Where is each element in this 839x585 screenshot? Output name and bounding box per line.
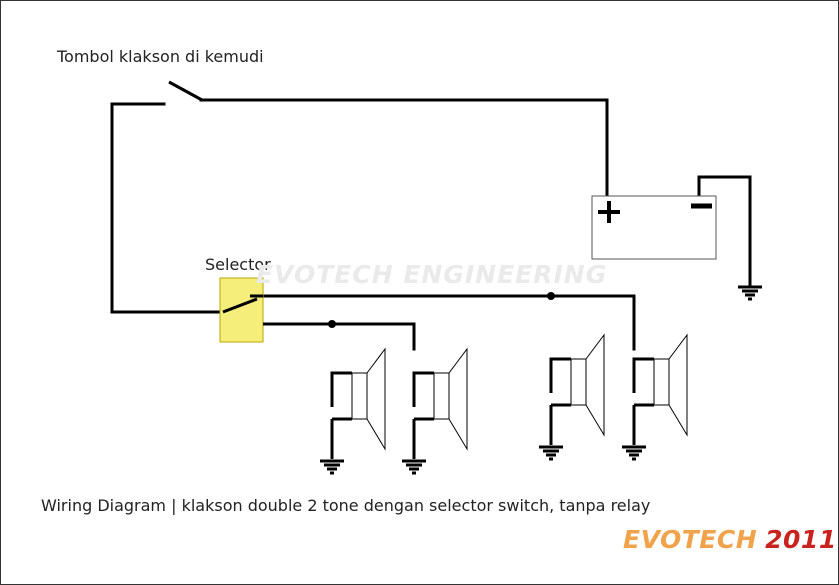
selector-switch: [219, 277, 265, 343]
ground-symbol: [738, 285, 762, 301]
horn-switch-label: Tombol klakson di kemudi: [57, 47, 264, 66]
horn-speaker: [549, 333, 605, 445]
wire-selector-output-b: [261, 322, 416, 351]
wire-horn-switch-to-selector: [110, 102, 225, 314]
selector-label: Selector: [205, 255, 271, 274]
logo-brand: EVOTECH: [623, 525, 758, 554]
horn-speaker: [412, 347, 468, 459]
horn-speaker: [632, 333, 688, 445]
watermark: EVOTECH ENGINEERING: [256, 260, 608, 289]
battery-body: [591, 195, 717, 260]
wire-battery-negative-to-ground: [697, 175, 752, 286]
battery-positive-terminal: [598, 201, 620, 223]
wire-selector-output-a: [260, 294, 636, 351]
junction-dot: [328, 320, 336, 328]
junction-dots: [328, 292, 555, 328]
logo-year: 2011: [765, 525, 837, 554]
ground-symbol: [402, 459, 426, 475]
ground-symbol: [539, 445, 563, 461]
ground-symbol: [320, 459, 344, 475]
wire-horn-switch-to-battery-positive: [199, 98, 609, 198]
battery: [591, 195, 717, 260]
horn-speaker: [330, 347, 386, 459]
horn-switch: [168, 80, 203, 102]
junction-dot: [547, 292, 555, 300]
wires: [110, 98, 752, 351]
selector-blade: [222, 297, 258, 314]
ground-symbol: [622, 445, 646, 461]
grounds: [320, 285, 762, 475]
horns: [330, 333, 688, 459]
diagram-caption: Wiring Diagram | klakson double 2 tone d…: [41, 496, 651, 515]
